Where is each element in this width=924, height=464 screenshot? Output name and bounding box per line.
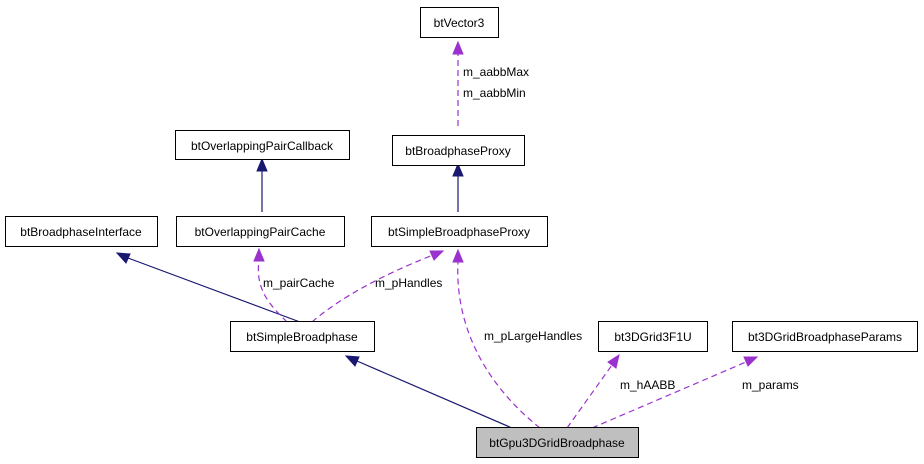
node-bt-simple-broadphase[interactable]: btSimpleBroadphase (230, 321, 375, 352)
edge-simpleproxy-to-proxy (452, 162, 464, 212)
node-bt3d-grid-broadphase-params[interactable]: bt3DGridBroadphaseParams (732, 321, 918, 352)
svg-text:bt3DGrid3F1U: bt3DGrid3F1U (614, 330, 691, 344)
svg-text:btBroadphaseInterface: btBroadphaseInterface (20, 225, 142, 239)
edge-label-aabb-min: m_aabbMin (463, 86, 526, 100)
svg-text:btSimpleBroadphaseProxy: btSimpleBroadphaseProxy (388, 225, 530, 239)
node-bt-broadphase-interface[interactable]: btBroadphaseInterface (5, 216, 158, 247)
edge-simplebroadphase-to-paircache (253, 247, 288, 323)
svg-text:btOverlappingPairCallback: btOverlappingPairCallback (191, 139, 334, 153)
svg-text:btSimpleBroadphase: btSimpleBroadphase (246, 330, 358, 344)
edge-gpu-to-simpleproxy (452, 248, 541, 429)
node-bt-broadphase-proxy[interactable]: btBroadphaseProxy (392, 135, 525, 166)
edge-label-params: m_params (742, 378, 799, 392)
node-bt3d-grid3f1u[interactable]: bt3DGrid3F1U (598, 321, 708, 352)
edge-gpu-to-grid3f1u (566, 353, 620, 429)
node-bt-overlapping-pair-cache[interactable]: btOverlappingPairCache (176, 216, 345, 247)
node-bt-vector3[interactable]: btVector3 (420, 7, 499, 38)
edge-gpu-to-simplebroadphase (344, 355, 513, 429)
edge-label-p-large-handles: m_pLargeHandles (484, 329, 582, 343)
svg-text:btVector3: btVector3 (434, 16, 485, 30)
edge-label-pair-cache: m_pairCache (263, 276, 335, 290)
node-bt-overlapping-pair-callback[interactable]: btOverlappingPairCallback (175, 130, 350, 160)
svg-text:bt3DGridBroadphaseParams: bt3DGridBroadphaseParams (748, 330, 902, 344)
edge-proxy-to-vector3 (452, 40, 464, 126)
edge-simplebroadphase-to-interface (115, 252, 301, 323)
svg-text:btGpu3DGridBroadphase: btGpu3DGridBroadphase (489, 436, 625, 450)
edge-paircache-to-paircallback (256, 157, 268, 212)
edge-label-h-aabb: m_hAABB (620, 378, 675, 392)
svg-text:btOverlappingPairCache: btOverlappingPairCache (195, 225, 326, 239)
svg-text:btBroadphaseProxy: btBroadphaseProxy (405, 144, 510, 158)
edge-label-p-handles: m_pHandles (375, 276, 442, 290)
edge-simplebroadphase-to-simpleproxy (311, 250, 445, 323)
node-bt-gpu3d-grid-broadphase[interactable]: btGpu3DGridBroadphase (476, 427, 639, 458)
node-bt-simple-broadphase-proxy[interactable]: btSimpleBroadphaseProxy (371, 216, 548, 247)
edge-gpu-to-gridparams (591, 356, 759, 429)
edge-label-aabb-max: m_aabbMax (463, 65, 529, 79)
